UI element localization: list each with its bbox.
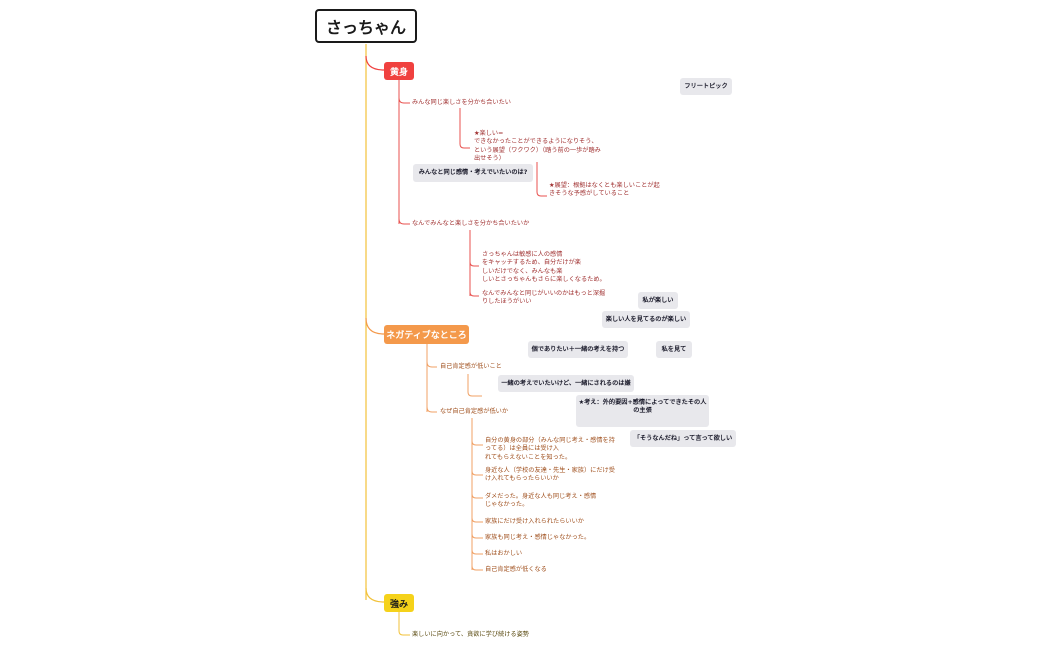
branch-red-node[interactable]: 黄身 bbox=[384, 62, 414, 80]
node-cause-4[interactable]: 家族にだけ受け入れられたらいいか bbox=[485, 518, 584, 525]
node-share-fun[interactable]: みんな同じ楽しさを分かち合いたい bbox=[412, 99, 511, 106]
note-sou-nanda[interactable]: 「そうなんだね」って言って欲しい bbox=[630, 430, 736, 447]
node-cause-3[interactable]: ダメだった。身近な人も同じ考え・感情 じゃなかった。 bbox=[485, 493, 597, 509]
node-cause-2[interactable]: 身近な人（学校の友達・先生・家族）にだけ受 け入れてもらったらいいか bbox=[485, 467, 615, 483]
node-cause-1[interactable]: 自分の黄身の部分（みんな同じ考え・感情を持 ってる）は全員には受け入 れてもらえ… bbox=[485, 437, 615, 461]
node-dig-deeper[interactable]: なんでみんなと同じがいいのかはもっと深掘 りしたほうがいい bbox=[482, 290, 606, 306]
note-star-thought[interactable]: ★考え：外的要因+感情によってできたその人 の主張 bbox=[576, 395, 709, 427]
node-cause-6[interactable]: 私はおかしい bbox=[485, 550, 523, 557]
root-node[interactable]: さっちゃん bbox=[315, 9, 417, 43]
node-sensitive[interactable]: さっちゃんは敏感に人の感情 をキャッチするため、自分だけが楽 しいだけでなく、み… bbox=[482, 251, 606, 283]
note-want-same[interactable]: 個でありたい＋一緒の考えを持つ bbox=[528, 341, 628, 358]
yellow-branch-connector bbox=[398, 612, 410, 636]
node-cause-5[interactable]: 家族も同じ考え・感情じゃなかった。 bbox=[485, 534, 591, 541]
node-star-prospect[interactable]: ★展望：根拠はなくとも楽しいことが起 きそうな予感がしていること bbox=[549, 182, 660, 198]
branch-orange-node[interactable]: ネガティブなところ bbox=[384, 325, 469, 344]
note-same-but[interactable]: 一緒の考えでいたいけど、一緒にされるのは嫌 bbox=[498, 375, 634, 392]
note-free-topic[interactable]: フリートピック bbox=[680, 78, 732, 95]
node-strength-1[interactable]: 楽しいに向かって、貪欲に学び続ける姿勢 bbox=[412, 631, 529, 638]
node-why-share[interactable]: なんでみんなと楽しさを分かち合いたいか bbox=[412, 220, 530, 227]
node-star-fun[interactable]: ★楽しい= できなかったことができるようになりそう、 という展望（ワクワク）（踏… bbox=[474, 130, 601, 162]
note-same-feelings[interactable]: みんなと同じ感情・考えでいたいのは? bbox=[413, 164, 533, 182]
note-fun-people[interactable]: 楽しい人を見てるのが楽しい bbox=[602, 311, 690, 328]
branch-yellow-node[interactable]: 強み bbox=[384, 594, 414, 612]
node-low-self[interactable]: 自己肯定感が低いこと bbox=[440, 363, 502, 370]
node-why-low[interactable]: なぜ自己肯定感が低いか bbox=[440, 408, 509, 415]
node-cause-7[interactable]: 自己肯定感が低くなる bbox=[485, 566, 547, 573]
note-see-me[interactable]: 私を見て bbox=[656, 341, 692, 358]
note-i-am-fun[interactable]: 私が楽しい bbox=[638, 292, 678, 309]
